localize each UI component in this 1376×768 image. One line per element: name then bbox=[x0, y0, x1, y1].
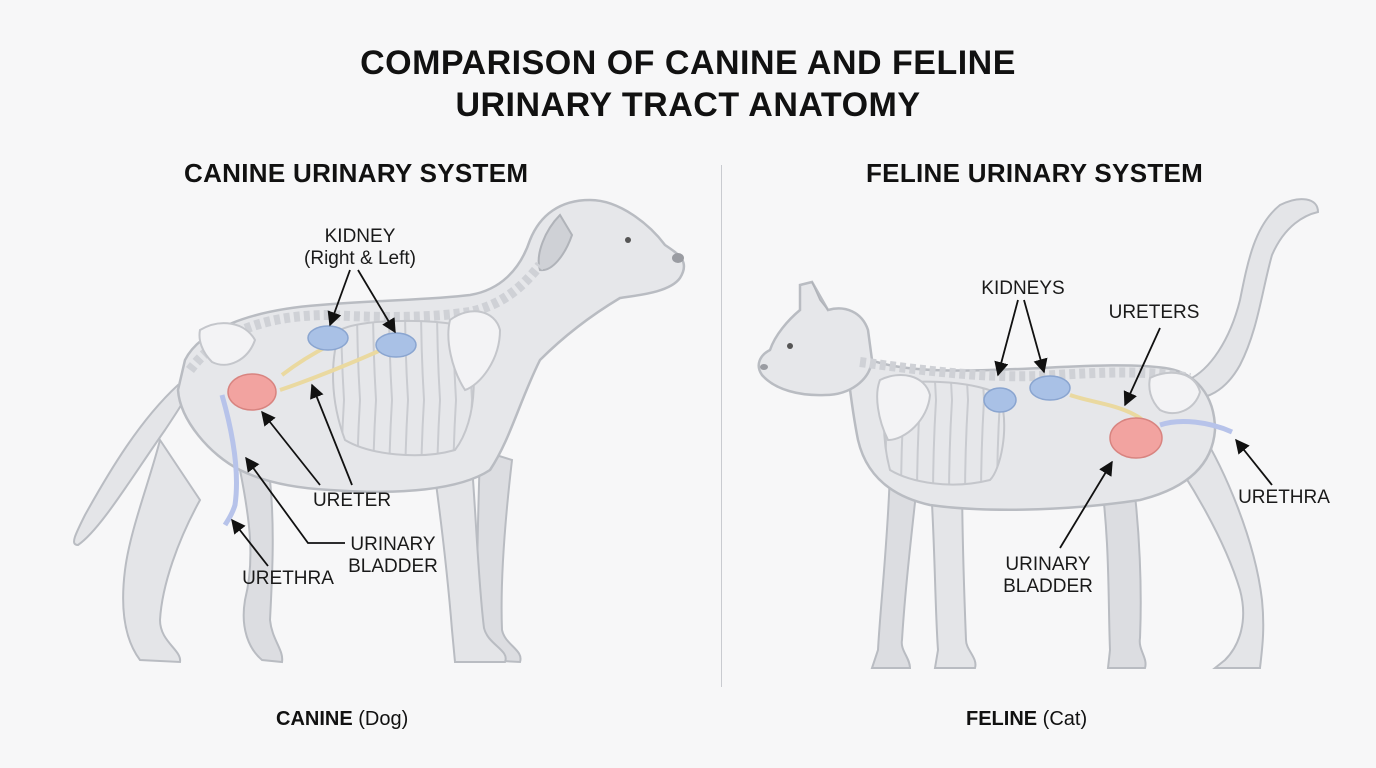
dog-tail bbox=[73, 383, 190, 547]
cat-nose bbox=[760, 364, 768, 370]
cat-ear bbox=[811, 281, 829, 311]
dog-hind-leg-near bbox=[122, 437, 202, 664]
cat-ureters-leader bbox=[1123, 327, 1161, 407]
dog-bladder-label-line-1: URINARY bbox=[350, 534, 436, 555]
dog-bladder-leader bbox=[245, 456, 345, 544]
cat-ureters-label: URETERS bbox=[1108, 302, 1200, 323]
dog-kidney-leader-left bbox=[327, 269, 351, 327]
dog-illustration bbox=[73, 198, 686, 664]
cat-front-leg-near bbox=[928, 469, 977, 669]
dog-scapula bbox=[447, 310, 502, 392]
canine-caption-rest: (Dog) bbox=[352, 708, 409, 730]
dog-urethra bbox=[219, 394, 240, 527]
feline-caption-rest: (Cat) bbox=[1037, 708, 1088, 730]
dog-kidney-label-sub: (Right & Left) bbox=[304, 248, 416, 269]
cat-spine bbox=[859, 357, 1191, 383]
feline-caption: FELINE (Cat) bbox=[966, 708, 1087, 731]
cat-kidney-right bbox=[1029, 375, 1071, 401]
canine-caption: CANINE (Dog) bbox=[276, 708, 408, 731]
cat-urethra bbox=[1159, 418, 1234, 435]
dog-urinary-bladder bbox=[227, 373, 277, 411]
dog-ureter-label: URETER bbox=[312, 490, 392, 511]
dog-pelvis bbox=[198, 322, 257, 366]
cat-eye bbox=[787, 343, 793, 349]
dog-ureter-leader-2 bbox=[261, 410, 321, 486]
cat-bladder-label: URINARY BLADDER bbox=[1000, 554, 1096, 598]
feline-caption-bold: FELINE bbox=[966, 708, 1038, 730]
dog-urethra-leader bbox=[231, 518, 269, 567]
cat-urethra-label: URETHRA bbox=[1238, 487, 1330, 508]
dog-kidney-right bbox=[375, 332, 417, 358]
cat-tail bbox=[1186, 198, 1320, 400]
canine-caption-bold: CANINE bbox=[276, 708, 353, 730]
cat-pelvis bbox=[1148, 371, 1202, 415]
canine-panel-heading: CANINE URINARY SYSTEM bbox=[184, 158, 529, 188]
dog-kidney-label-text: KIDNEY bbox=[324, 226, 396, 247]
cat-bladder-label-line-1: URINARY bbox=[1005, 554, 1091, 575]
cat-kidneys-label: KIDNEYS bbox=[981, 278, 1065, 299]
diagram-title-line-1: COMPARISON OF CANINE AND FELINE bbox=[360, 44, 1016, 82]
cat-bladder-leader bbox=[1059, 460, 1113, 549]
dog-kidney-leader-right bbox=[357, 269, 396, 334]
dog-urethra-label: URETHRA bbox=[242, 568, 334, 589]
cat-illustration bbox=[757, 198, 1320, 669]
feline-panel-heading: FELINE URINARY SYSTEM bbox=[866, 158, 1204, 188]
dog-kidney-label: KIDNEY (Right & Left) bbox=[290, 226, 430, 270]
panel-divider bbox=[721, 165, 722, 687]
cat-hind-leg-far bbox=[1098, 469, 1147, 669]
cat-head bbox=[757, 280, 874, 397]
cat-bladder-label-line-2: BLADDER bbox=[1003, 576, 1093, 597]
cat-front-leg-far bbox=[870, 468, 920, 669]
dog-front-leg-near bbox=[428, 439, 507, 663]
cat-urethra-leader bbox=[1235, 438, 1273, 486]
cat-scapula bbox=[876, 374, 932, 442]
dog-ear bbox=[537, 213, 574, 272]
dog-nose bbox=[672, 253, 684, 263]
dog-bladder-label: URINARY BLADDER bbox=[345, 534, 441, 578]
dog-ureter-leader bbox=[310, 383, 353, 486]
dog-hind-leg-far bbox=[238, 468, 284, 664]
cat-urinary-bladder bbox=[1109, 417, 1163, 459]
dog-kidney-left bbox=[307, 325, 349, 351]
cat-kidney-left bbox=[983, 387, 1017, 413]
cat-kidneys-leader-left bbox=[994, 299, 1019, 377]
cat-kidneys-leader-right bbox=[1023, 299, 1048, 374]
dog-eye bbox=[625, 237, 631, 243]
diagram-title-line-2: URINARY TRACT ANATOMY bbox=[455, 86, 921, 124]
dog-bladder-label-line-2: BLADDER bbox=[348, 556, 438, 577]
